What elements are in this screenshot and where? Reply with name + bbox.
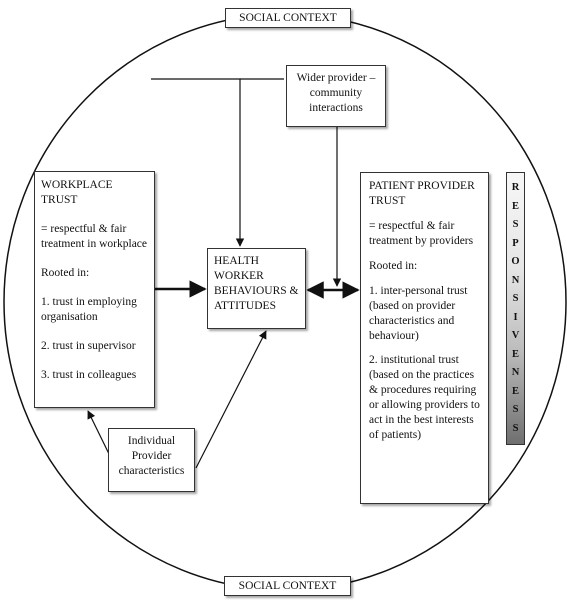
workplace-trust-rooted: Rooted in:: [41, 266, 90, 279]
health-worker-text: HEALTH WORKER BEHAVIOURS & ATTITUDES: [214, 255, 299, 312]
workplace-trust-item: 1. trust in employing organisation: [41, 295, 137, 323]
arrow-provider-to-hw: [195, 330, 267, 469]
individual-provider-text: Individual Provider characteristics: [118, 435, 185, 477]
wider-provider-text: Wider provider – community interactions: [296, 72, 376, 114]
individual-provider-box: Individual Provider characteristics: [108, 428, 195, 492]
responsiveness-letter: R: [511, 182, 520, 193]
responsiveness-letter: I: [513, 311, 518, 323]
patient-trust-item: 1. inter-personal trust (based on provid…: [369, 284, 468, 342]
health-worker-box: HEALTH WORKER BEHAVIOURS & ATTITUDES: [207, 248, 306, 329]
responsiveness-letter: E: [511, 385, 519, 397]
responsiveness-bar: R E S P O N S I V E N E S S: [506, 172, 525, 445]
patient-trust-rooted: Rooted in:: [369, 259, 418, 272]
responsiveness-letter: O: [511, 256, 520, 267]
arrow-provider-to-workplace: [87, 410, 111, 457]
arrow-circle-to-hw: [151, 78, 245, 247]
social-context-top-label: SOCIAL CONTEXT: [225, 8, 351, 28]
workplace-trust-item: 3. trust in colleagues: [41, 368, 137, 381]
workplace-trust-definition: = respectful & fair treatment in workpla…: [41, 222, 148, 250]
responsiveness-letter: N: [511, 367, 520, 378]
responsiveness-letter: S: [512, 422, 519, 434]
responsiveness-letter: V: [511, 330, 520, 341]
responsiveness-letter: N: [511, 274, 520, 286]
patient-trust-title: PATIENT PROVIDER TRUST: [369, 180, 475, 207]
responsiveness-letter: E: [511, 348, 519, 360]
responsiveness-letter: P: [512, 237, 519, 249]
responsiveness-letter: S: [512, 293, 519, 304]
patient-provider-trust-box: PATIENT PROVIDER TRUST = respectful & fa…: [360, 172, 489, 504]
patient-trust-definition: = respectful & fair treatment by provide…: [369, 219, 474, 247]
workplace-trust-item: 2. trust in supervisor: [41, 339, 136, 352]
workplace-trust-title: WORKPLACE TRUST: [41, 179, 113, 206]
wider-provider-box: Wider provider – community interactions: [286, 65, 386, 127]
patient-trust-item: 2. institutional trust (based on the pra…: [369, 354, 480, 442]
social-context-bottom-label: SOCIAL CONTEXT: [224, 576, 351, 596]
workplace-trust-box: WORKPLACE TRUST = respectful & fair trea…: [34, 171, 155, 408]
responsiveness-letter: E: [511, 200, 519, 212]
responsiveness-letter: S: [512, 404, 519, 415]
responsiveness-letter: S: [512, 219, 519, 230]
